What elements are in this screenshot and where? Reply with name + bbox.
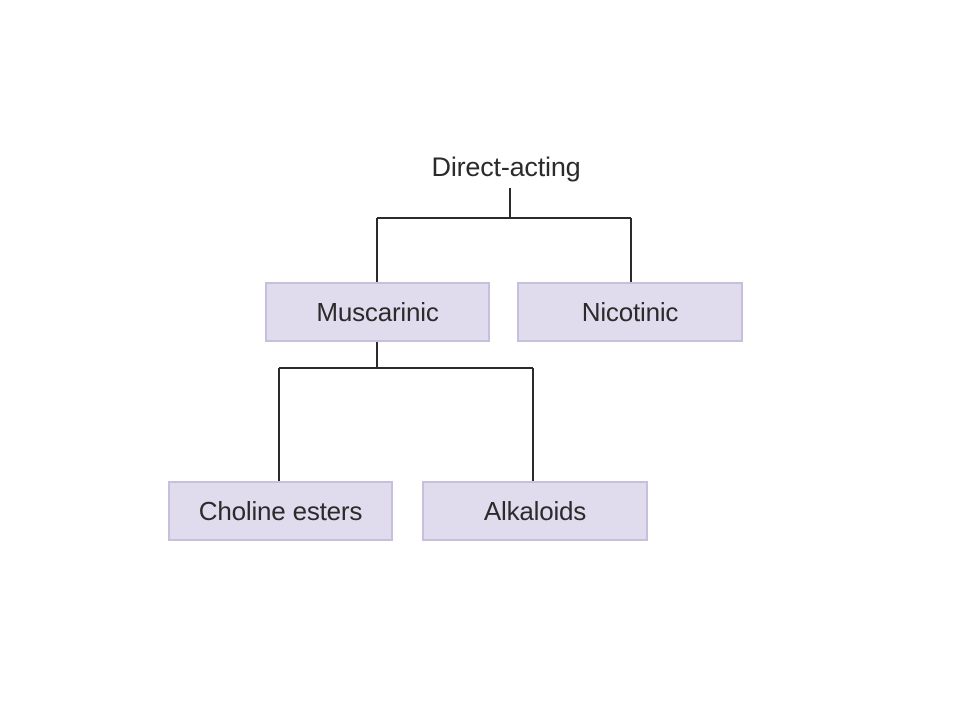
node-muscarinic-label: Muscarinic — [316, 296, 439, 327]
node-muscarinic: Muscarinic — [265, 282, 490, 342]
node-choline-esters-label: Choline esters — [198, 495, 363, 526]
node-nicotinic: Nicotinic — [517, 282, 743, 342]
node-alkaloids: Alkaloids — [422, 481, 648, 541]
node-choline-esters: Choline esters — [168, 481, 393, 541]
node-nicotinic-label: Nicotinic — [581, 296, 679, 327]
node-alkaloids-label: Alkaloids — [483, 495, 587, 526]
root-node-direct-acting: Direct-acting — [431, 152, 581, 182]
